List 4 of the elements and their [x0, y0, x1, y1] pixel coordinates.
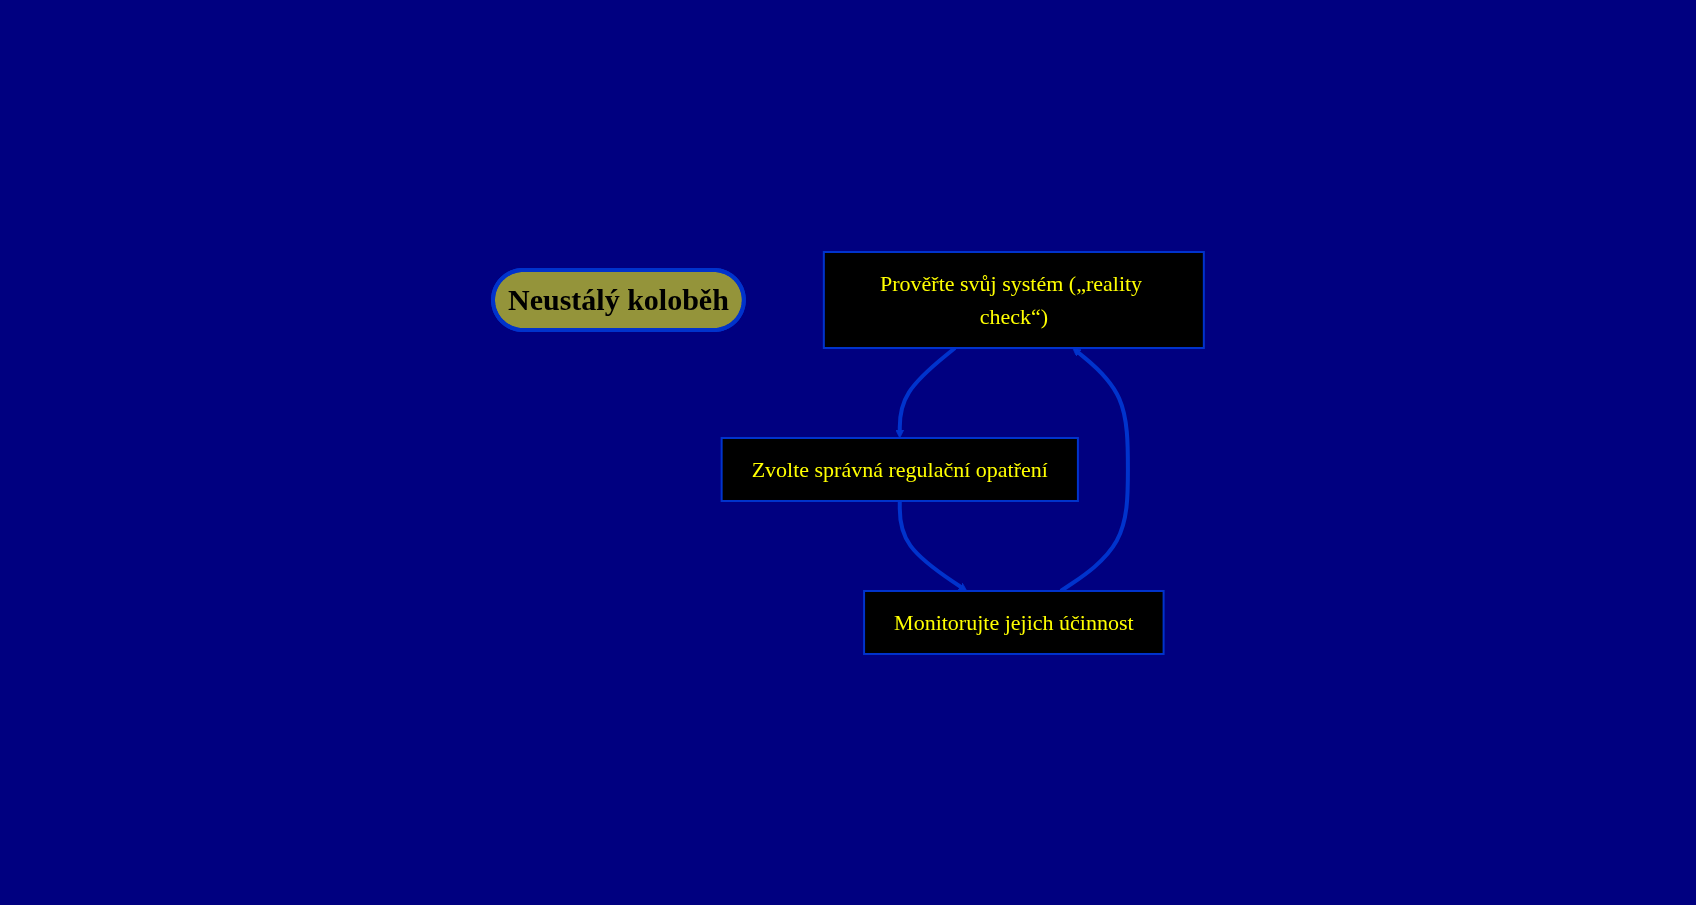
node-box: Monitorujte jejich účinnost: [862, 589, 1165, 655]
arrow: [897, 500, 967, 591]
node-box: Prověřte svůj systém („reality check“): [822, 250, 1205, 349]
node-box: Zvolte správná regulační opatření: [720, 436, 1079, 502]
